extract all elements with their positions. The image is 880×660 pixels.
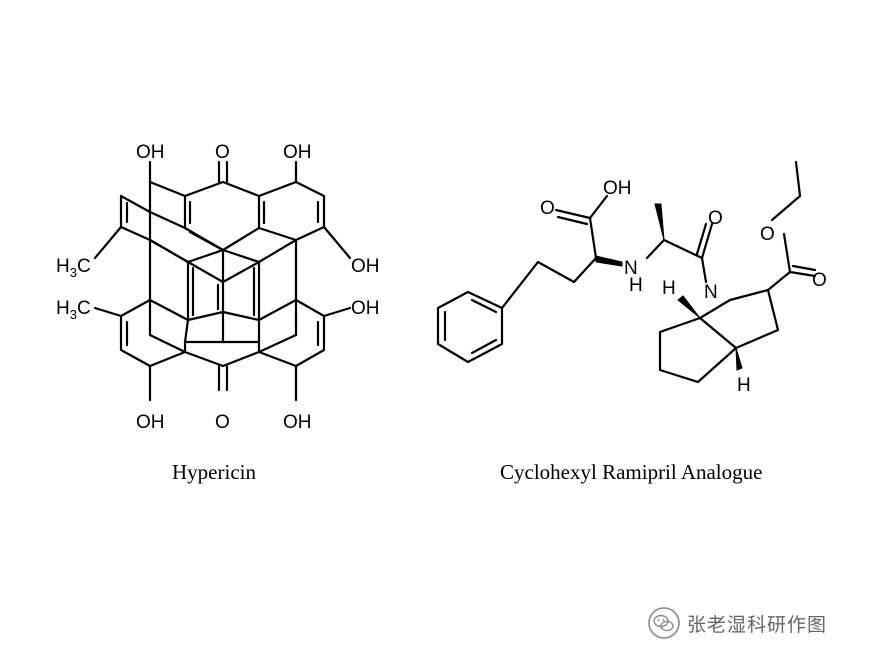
bond (794, 160, 802, 198)
bond (221, 248, 261, 264)
bond (470, 338, 498, 355)
bond (500, 256, 598, 310)
atom-label-o: O (708, 208, 723, 229)
bond (322, 225, 352, 260)
bond (93, 306, 123, 318)
bond (700, 222, 714, 260)
bond (257, 298, 298, 322)
bond (436, 290, 504, 364)
atom-label-oh: OH (351, 298, 380, 319)
atom-label-oh: OH (283, 142, 312, 163)
bond (188, 230, 223, 251)
wechat-icon (648, 607, 680, 639)
bond (148, 238, 190, 264)
bond (257, 298, 326, 368)
atom-label-o: O (215, 142, 230, 163)
atom-label-h: H (737, 375, 751, 396)
bond (556, 215, 589, 226)
bond (257, 333, 298, 354)
wedge-bond (677, 295, 701, 319)
bond (782, 232, 792, 274)
bond (183, 226, 261, 252)
atom-label-n: N (704, 282, 718, 303)
atom-label-oh: OH (603, 178, 632, 199)
bond (588, 216, 598, 260)
atom-label-n: N (624, 258, 638, 279)
bond (791, 264, 817, 272)
hypericin-structure: OH O OH OH OH OH O OH H3C H3C (56, 142, 380, 433)
bond (470, 298, 498, 314)
bond (183, 350, 261, 368)
atom-label-o: O (215, 412, 230, 433)
watermark-text: 张老湿科研作图 (687, 613, 828, 636)
atom-label-h: H (662, 278, 676, 299)
ramipril-analogue-structure: O OH N H O N O O H H (436, 160, 827, 396)
bond (554, 208, 592, 220)
atom-label-oh: OH (283, 412, 312, 433)
bond (322, 306, 352, 318)
bond (588, 194, 609, 220)
bond (221, 310, 261, 322)
bond (148, 298, 190, 322)
methyl-label: H3C (56, 298, 91, 322)
wedge-bond (654, 203, 665, 241)
bond (257, 180, 326, 242)
bond (766, 270, 792, 292)
bond (788, 270, 817, 278)
bond (119, 298, 187, 368)
atom-label-o: O (812, 270, 827, 291)
bond (186, 310, 225, 322)
bond (186, 260, 225, 284)
bond (183, 180, 261, 198)
wedge-bond (595, 255, 623, 267)
methyl-label: H3C (56, 256, 91, 280)
caption-hypericin: Hypericin (172, 460, 256, 484)
watermark: 张老湿科研作图 (647, 606, 827, 640)
bond (257, 238, 298, 264)
bond (698, 288, 780, 350)
bond (148, 180, 187, 198)
atom-label-oh: OH (351, 256, 380, 277)
caption-ramipril-analogue: Cyclohexyl Ramipril Analogue (500, 460, 763, 484)
bond (221, 260, 261, 284)
bond (695, 222, 708, 256)
bond (186, 248, 225, 264)
bond (770, 194, 802, 222)
bond (183, 318, 190, 344)
bond (662, 238, 704, 260)
atom-label-h: H (629, 275, 643, 296)
atom-label-o: O (540, 198, 555, 219)
bond (645, 238, 666, 260)
atom-label-oh: OH (136, 412, 165, 433)
bond (148, 333, 187, 354)
atom-label-oh: OH (136, 142, 165, 163)
bond (148, 210, 187, 230)
wedge-bond (735, 347, 743, 371)
atom-label-o: O (760, 224, 775, 245)
bond (658, 316, 738, 384)
bond (93, 225, 123, 260)
bond (700, 256, 708, 284)
